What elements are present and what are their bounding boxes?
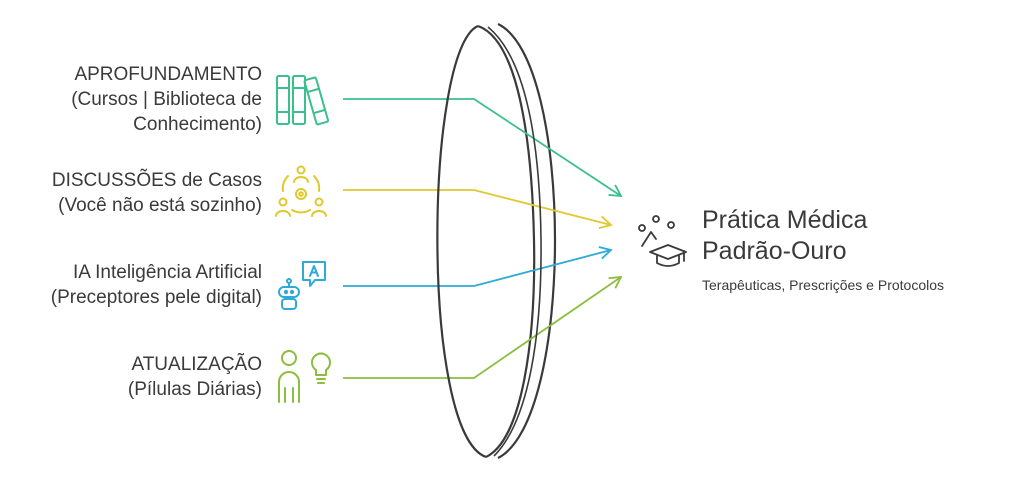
result-title: Prática Médica Padrão-Ouro (702, 205, 867, 267)
input-label-line: (Preceptores pele digital) (50, 287, 262, 308)
result-title-line: Prática Médica (702, 206, 868, 234)
result-subtitle: Terapêuticas, Prescrições e Protocolos (702, 277, 944, 293)
books-icon (276, 75, 330, 126)
input-label-line: APROFUNDAMENTO (74, 64, 262, 85)
arrow-atualizacao (343, 275, 623, 379)
input-label-line: DISCUSSÕES de Casos (51, 170, 262, 191)
robot-chat-icon (278, 261, 326, 310)
input-label-line: (Pílulas Diárias) (127, 379, 262, 400)
arrow-aprofundamento (343, 98, 623, 198)
lens-inner-edge (487, 26, 542, 457)
input-label-line: (Cursos | Biblioteca de (71, 89, 262, 110)
lens-back-edge (497, 23, 557, 459)
arrows (343, 98, 623, 379)
lens-front-face (436, 24, 487, 459)
input-label-line: ATUALIZAÇÃO (131, 354, 262, 375)
input-label-discussoes: DISCUSSÕES de Casos (Você não está sozin… (52, 168, 262, 218)
lens-rim (477, 24, 536, 458)
input-label-atualizacao: ATUALIZAÇÃO (Pílulas Diárias) (128, 352, 262, 402)
education-network-icon (638, 215, 687, 267)
input-label-line: IA Inteligência Artificial (72, 262, 262, 283)
input-label-line: Conhecimento) (133, 114, 262, 135)
person-lightbulb-icon (278, 350, 331, 403)
lens-shape (477, 23, 557, 459)
result-title-line: Padrão-Ouro (702, 237, 847, 265)
arrow-discussoes (343, 189, 613, 229)
team-gear-icon (275, 165, 327, 217)
input-label-aprofundamento: APROFUNDAMENTO (Cursos | Biblioteca de C… (71, 62, 262, 137)
arrow-ia (343, 246, 613, 287)
input-label-line: (Você não está sozinho) (58, 195, 262, 216)
input-label-ia: IA Inteligência Artificial (Preceptores … (51, 260, 262, 310)
